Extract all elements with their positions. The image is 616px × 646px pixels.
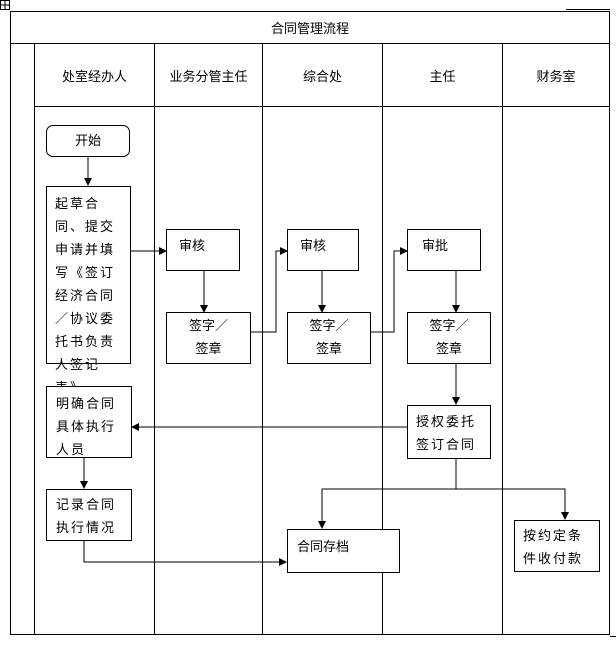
record-execution-box: 记录合同执行情况 [46,489,132,541]
review-box-general-office: 审核 [287,229,359,271]
move-handle-icon[interactable] [0,0,10,10]
column-header-finance: 财务室 [536,69,576,85]
sign-box-general-office: 签字／签章 [287,312,371,364]
archive-contract-box: 合同存档 [287,529,400,573]
sign-box-director: 签字／签章 [407,312,491,364]
assign-executor-box: 明确合同具体执行人员 [46,386,132,458]
start-node: 开始 [46,125,130,157]
column-header-director: 主任 [429,69,456,85]
review-box-business-director: 审核 [166,229,240,271]
column-header-handler: 处室经办人 [61,69,127,85]
sign-box-business-director: 签字／签章 [166,312,251,364]
column-header-general-office: 综合处 [302,69,342,85]
payment-box: 按约定条件收付款 [514,520,600,572]
diagram-title: 合同管理流程 [270,21,349,37]
column-header-business-director: 业务分管主任 [169,69,248,85]
approve-box-director: 审批 [407,229,481,271]
authorize-contract-box: 授权委托签订合同 [407,405,491,459]
draft-contract-box: 起草合同、提交申请并填写《签订经济合同／协议委托书负责人签记表》 [46,186,131,396]
